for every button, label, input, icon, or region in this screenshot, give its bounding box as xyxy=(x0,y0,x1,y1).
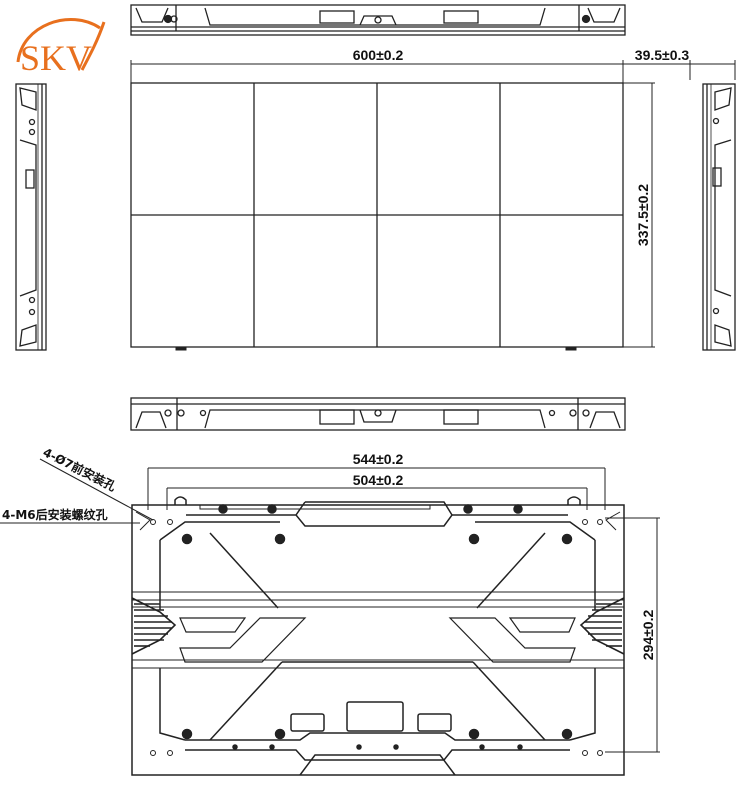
front-width-label: 600±0.2 xyxy=(353,47,404,63)
right-side-view xyxy=(702,83,736,351)
front-view xyxy=(130,60,655,351)
callout-leaders xyxy=(0,458,154,524)
depth-label: 39.5±0.3 xyxy=(635,47,690,63)
outer-hole-span-label: 544±0.2 xyxy=(353,451,404,467)
left-side-view xyxy=(15,83,47,351)
front-mount-holes-callout: 4-Ø7前安装孔 xyxy=(41,444,119,494)
front-height-label: 337.5±0.2 xyxy=(635,184,651,246)
top-view xyxy=(130,4,626,36)
rear-threaded-holes-callout: 4-M6后安装螺纹孔 xyxy=(2,507,108,522)
bottom-view xyxy=(130,397,626,431)
inner-hole-span-label: 504±0.2 xyxy=(353,472,404,488)
back-view xyxy=(131,467,660,776)
depth-dimension xyxy=(623,60,736,80)
skv-logo: SKV xyxy=(16,18,106,78)
vertical-hole-span-label: 294±0.2 xyxy=(640,610,656,661)
logo-text: SKV xyxy=(20,38,92,78)
